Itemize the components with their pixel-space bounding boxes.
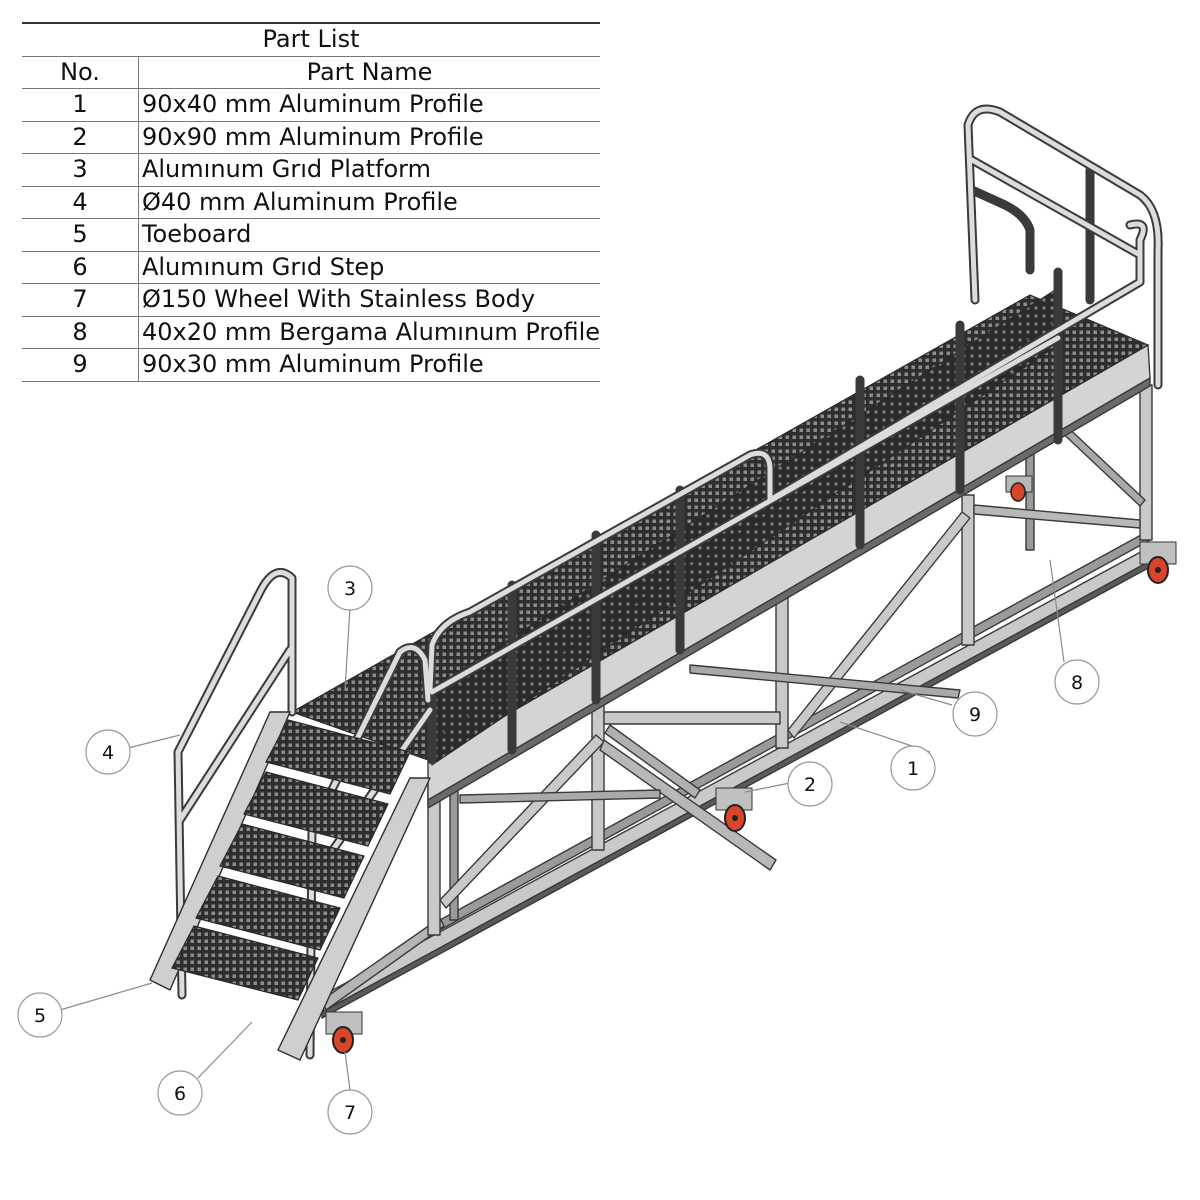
svg-text:7: 7 (344, 1102, 356, 1124)
svg-text:1: 1 (907, 758, 919, 780)
wheel (325, 1011, 363, 1054)
callout-6: 6 (157, 1070, 203, 1116)
wheel (715, 787, 753, 832)
callout-3: 3 (327, 565, 373, 611)
row-no: 1 (22, 88, 139, 122)
callout-1: 1 (890, 745, 936, 791)
callout-9: 9 (952, 691, 998, 737)
stair-stringers (149, 711, 431, 1061)
row-no: 3 (22, 153, 139, 187)
row-part-name: Alumınum Grıd Step (138, 251, 600, 284)
callouts: 1 2 3 4 5 6 7 8 (17, 565, 1100, 1135)
row-no: 7 (22, 283, 139, 317)
row-part-name: 90x30 mm Aluminum Profile (138, 348, 600, 382)
callout-7: 7 (327, 1089, 373, 1135)
row-part-name: 40x20 mm Bergama Alumınum Profile (138, 316, 600, 349)
wheel (1139, 541, 1177, 584)
row-part-name: 90x90 mm Aluminum Profile (138, 121, 600, 154)
header-part-name: Part Name (138, 56, 600, 89)
svg-text:9: 9 (969, 704, 981, 726)
header-no: No. (22, 56, 139, 89)
callout-8: 8 (1054, 659, 1100, 705)
svg-text:6: 6 (174, 1083, 186, 1105)
wheel (1005, 475, 1033, 502)
callout-2: 2 (787, 761, 833, 807)
grid-steps (171, 719, 411, 1001)
row-part-name: Alumınum Grıd Platform (138, 153, 600, 187)
wheels (325, 475, 1177, 1054)
row-part-name: Ø150 Wheel With Stainless Body (138, 283, 600, 317)
svg-text:8: 8 (1071, 672, 1083, 694)
callout-5: 5 (17, 992, 63, 1038)
row-part-name: Toeboard (138, 218, 600, 252)
row-part-name: Ø40 mm Aluminum Profile (138, 186, 600, 219)
svg-text:3: 3 (344, 578, 356, 600)
svg-text:4: 4 (102, 742, 114, 764)
row-no: 4 (22, 186, 139, 219)
svg-text:5: 5 (34, 1005, 46, 1027)
row-part-name: 90x40 mm Aluminum Profile (138, 88, 600, 122)
row-no: 8 (22, 316, 139, 349)
handrails-highlight (175, 106, 1161, 1058)
callout-4: 4 (85, 729, 131, 775)
row-no: 5 (22, 218, 139, 252)
row-no: 9 (22, 348, 139, 382)
row-no: 2 (22, 121, 139, 154)
row-no: 6 (22, 251, 139, 284)
parts-list-title: Part List (22, 22, 600, 57)
svg-text:2: 2 (804, 774, 816, 796)
